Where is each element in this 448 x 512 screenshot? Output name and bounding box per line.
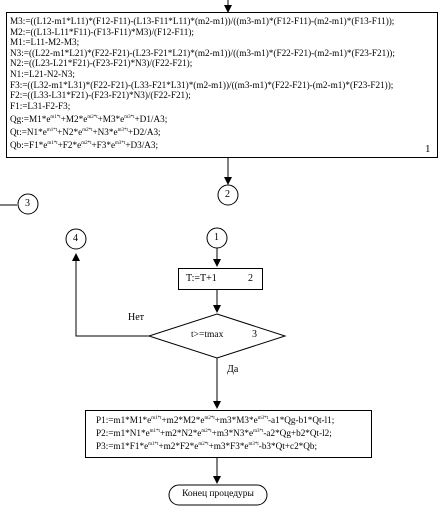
formula-line: M1:=L11-M2-M3;: [10, 37, 80, 48]
no-branch-label: Нет: [128, 312, 145, 323]
formula-line: F3:=((L32-m1*L31)*(F22-F21)-(L33-F21*L31…: [10, 79, 394, 90]
formula-line: M2:=((L13-L11*F11)-(F13-F11)*M3)/(F12-F1…: [10, 26, 194, 37]
process-block-3: P1:=m1*M1*em1*t+m2*M2*em2*t+m3*M3*em3*t-…: [85, 410, 372, 458]
connector-4-label: 4: [73, 233, 78, 244]
formula-p3: P3:=m1*F1*em1*t+m2*F2*em2*t+m3*F3*em3*t-…: [96, 441, 318, 451]
connector-2-label: 2: [225, 189, 230, 200]
formula-line: N3:=((L22-m1*L21)*(F22-F21)-(L23-F21*L21…: [10, 47, 395, 58]
connector-4-circle: [65, 228, 87, 250]
formula-line: N1:=L21-N2-N3;: [10, 68, 75, 79]
terminal-text: Конец процедуры: [182, 489, 254, 499]
connector-1-circle: [206, 227, 228, 249]
formula-line: F2:=((L33-L31*F21)-(F23-F21)*N3)/(F22-F2…: [10, 90, 191, 101]
formula-qb: Qb:=F1*em1*t+F2*em2*t+F3*em3*t+D3/A3;: [10, 139, 159, 150]
connector-3-circle: [17, 193, 39, 215]
process-block-1: M3:=((L12-m1*L11)*(F12-F11)-(L13-F11*L11…: [6, 12, 438, 158]
yes-branch-label: Да: [227, 364, 239, 375]
decision-number: 3: [252, 329, 257, 340]
block-2-number: 2: [248, 273, 253, 284]
process-block-2: T:=T+1 2: [178, 268, 263, 290]
arrow-no-to-c4: [72, 253, 149, 337]
formula-p1: P1:=m1*M1*em1*t+m2*M2*em2*t+m3*M3*em3*t-…: [96, 415, 335, 425]
terminal-oval: [168, 484, 268, 506]
decision-text: t>=tmax: [191, 330, 224, 340]
connector-3-label: 3: [25, 198, 30, 209]
block-1-number: 1: [425, 143, 431, 155]
formula-qg: Qg:=M1*em1*t+M2*em2*t+M3*em3*t+D1/A3;: [10, 114, 168, 125]
formula-line: F1:=L31-F2-F3;: [10, 100, 71, 111]
connector-2-circle: [217, 184, 239, 206]
formula-line: M3:=((L12-m1*L11)*(F12-F11)-(L13-F11*L11…: [10, 16, 395, 26]
block-2-text: T:=T+1: [186, 273, 217, 284]
formula-p2: P2:=m1*N1*em1*t+m2*N2*em2*t+m3*N3*em3*t-…: [96, 428, 332, 438]
formula-qt: Qt:=N1*em1*t+N2*em2*t+N3*em3*t+D2/A3;: [10, 126, 161, 137]
formula-line: N2:=((L23-L21*F21)-(F23-F21)*N3)/(F22-F2…: [10, 58, 193, 69]
connector-1-label: 1: [214, 232, 219, 243]
